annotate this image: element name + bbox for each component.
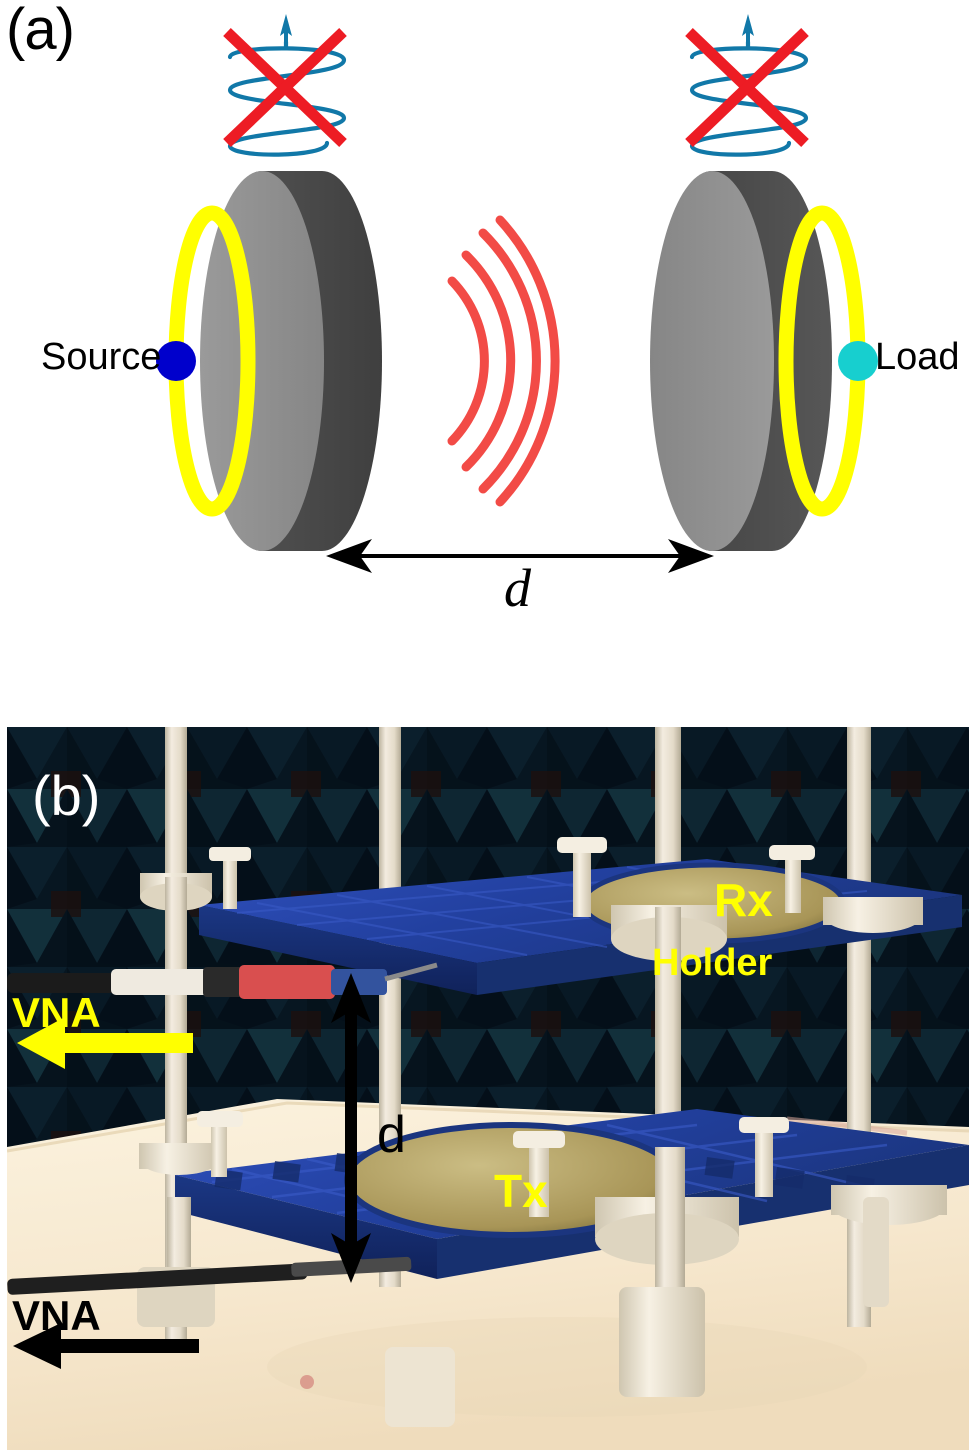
red-wave-arcs	[447, 215, 560, 507]
distance-label-a: d	[504, 558, 531, 618]
distance-label-b: d	[377, 1106, 406, 1164]
vna-arrow-bottom	[13, 1323, 199, 1369]
load-label: Load	[875, 336, 960, 378]
red-cross-right	[685, 28, 809, 147]
load-port-dot	[838, 341, 878, 381]
threaded-rods-front-lower	[137, 1147, 889, 1427]
panel-b-photograph: (b) Rx Holder Tx VNA VNA d	[7, 727, 969, 1450]
coil-axis-arrow-right	[742, 14, 754, 50]
distance-arrow	[326, 539, 714, 573]
tx-label: Tx	[494, 1165, 548, 1217]
coil-helix-right	[689, 39, 809, 157]
crossed-out-coil-right	[685, 14, 809, 157]
tx-antenna	[347, 1127, 677, 1237]
vna-label-bottom: VNA	[12, 1292, 101, 1339]
vna-arrow-top	[17, 1017, 193, 1069]
rx-coaxial-cable	[7, 962, 438, 999]
source-label: Source	[41, 336, 162, 378]
measurement-setup-photo	[7, 727, 969, 1450]
rx-label: Rx	[714, 874, 773, 926]
panel-a-graphics	[156, 14, 878, 573]
distance-arrow-b	[331, 973, 371, 1283]
source-port-dot	[156, 341, 196, 381]
coil-helix-left	[227, 39, 347, 157]
panel-a-label: (a)	[6, 0, 75, 62]
red-cross-left	[223, 28, 347, 147]
holder-label: Holder	[652, 942, 773, 984]
panel-a-schematic: (a)	[0, 0, 975, 690]
panel-b-label: (b)	[32, 764, 101, 827]
rx-plate-hardware	[140, 837, 923, 961]
crossed-out-coil-left	[223, 14, 347, 157]
coil-axis-arrow-left	[280, 14, 292, 50]
vna-label-top: VNA	[12, 989, 101, 1036]
